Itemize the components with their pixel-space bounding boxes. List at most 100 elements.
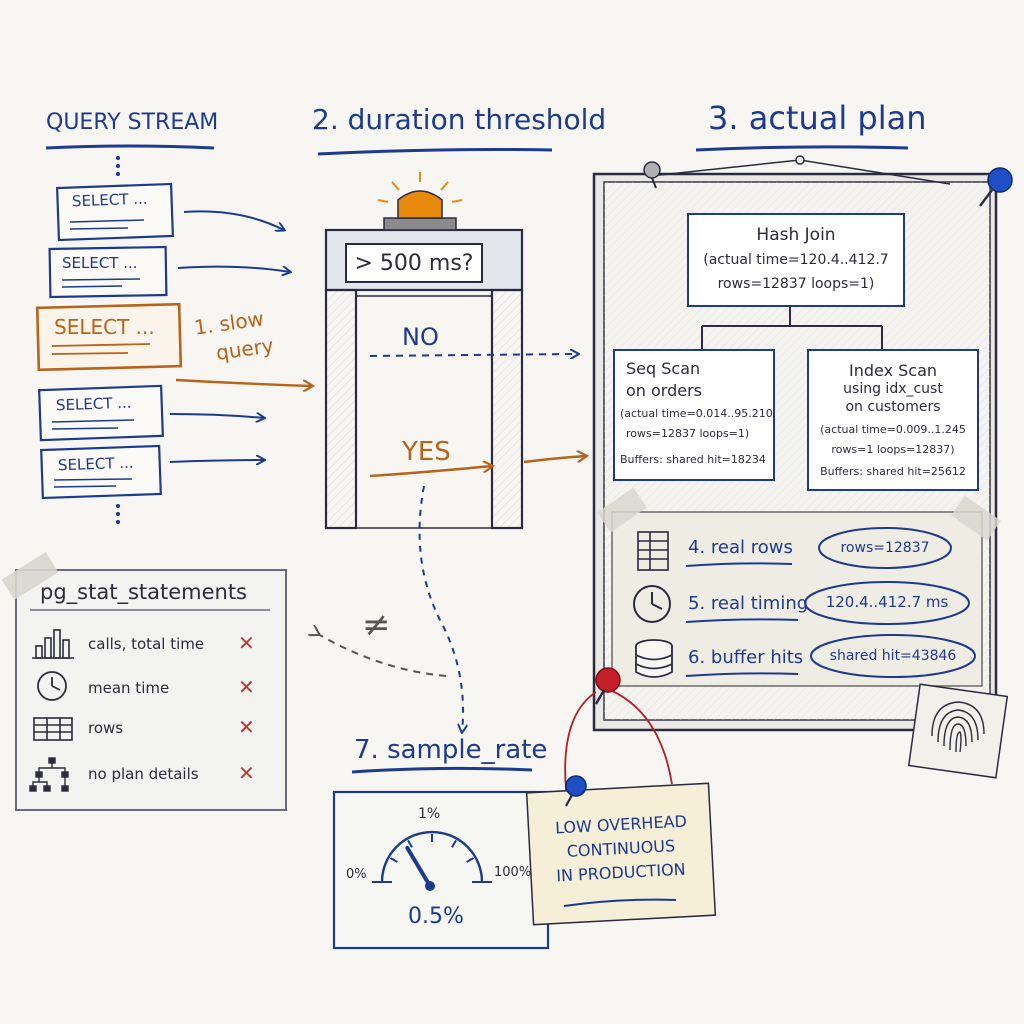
query-card-4 — [40, 444, 162, 500]
overhead-note — [525, 782, 717, 926]
metric-buffer-value: shared hit=43846 — [829, 648, 957, 664]
stat-item-3-mark: ✕ — [238, 715, 255, 739]
no-label: NO — [402, 323, 439, 351]
plan-right-line6: Buffers: shared hit=25612 — [820, 465, 966, 478]
stat-statements-title: pg_stat_statements — [40, 580, 247, 604]
metric-rows-value: rows=12837 — [840, 540, 930, 556]
red-string-right — [609, 689, 673, 785]
plan-root-line2: (actual time=120.4..412.7 — [703, 252, 889, 268]
metric-timing-value: 120.4..412.7 ms — [825, 593, 949, 611]
metric-oval-3 — [810, 634, 976, 678]
threshold-title-underline — [317, 148, 553, 156]
metric-table-icon — [637, 531, 669, 571]
stream-arrow-2 — [177, 265, 290, 272]
stat-item-2-mark: ✕ — [238, 675, 255, 699]
stat-clock-icon — [37, 671, 67, 701]
stat-item-4-mark: ✕ — [238, 761, 255, 785]
metric-rows-label: 4. real rows — [688, 537, 793, 558]
red-string — [564, 691, 597, 791]
query-card-slow-label: SELECT ... — [54, 315, 155, 339]
not-equal-sign: ≠ — [362, 605, 391, 645]
query-card-slow — [35, 302, 183, 372]
threshold-title: 2. duration threshold — [312, 103, 607, 136]
stat-statements-panel — [1, 552, 287, 811]
fingerprint-icon — [931, 701, 985, 753]
pin-red-icon — [594, 667, 621, 705]
stat-table-icon — [33, 717, 73, 741]
metric-clock-icon — [633, 585, 671, 623]
query-card-1 — [55, 182, 175, 242]
stat-item-1-label: calls, total time — [88, 635, 205, 653]
metric-underline-1 — [685, 562, 793, 567]
gauge-min-label: 0% — [346, 867, 367, 882]
sample-panel — [332, 790, 550, 950]
query-card-1-label: SELECT ... — [71, 189, 148, 211]
stat-item-3-label: rows — [88, 719, 124, 737]
alarm-light-icon — [377, 172, 463, 231]
stat-item-2-label: mean time — [88, 679, 170, 697]
metric-underline-2 — [685, 618, 799, 623]
stat-item-4-label: no plan details — [88, 765, 199, 783]
stream-title-underline — [45, 144, 215, 150]
yes-path-arrow-inner — [369, 466, 492, 478]
no-path-arrow — [369, 354, 578, 356]
query-card-2 — [48, 245, 168, 299]
yes-path-arrow-outer — [523, 456, 586, 464]
stat-tree-icon — [29, 757, 69, 792]
plan-left-line1: Seq Scan — [626, 359, 701, 378]
plan-title: 3. actual plan — [708, 99, 927, 137]
slow-query-arrow — [175, 378, 312, 386]
stream-arrow-4 — [169, 460, 264, 462]
plan-right-line1: Index Scan — [848, 361, 938, 380]
gauge-max-label: 100% — [494, 865, 532, 880]
query-card-3 — [38, 384, 164, 442]
plan-right-line5: rows=1 loops=12837) — [831, 443, 955, 456]
plan-root-node — [687, 213, 905, 307]
metric-database-icon — [635, 639, 673, 678]
plan-left-line4: rows=12837 loops=1) — [626, 427, 750, 440]
plan-right-node — [807, 349, 979, 491]
gauge-top-label: 1% — [418, 806, 441, 822]
stat-item-1-mark: ✕ — [238, 631, 255, 655]
sample-dashed-arrow — [418, 485, 464, 732]
plan-left-line5: Buffers: shared hit=18234 — [620, 453, 766, 466]
stream-dots-top — [116, 156, 120, 176]
plan-root-line1: Hash Join — [756, 225, 836, 245]
threshold-condition: > 500 ms? — [354, 251, 474, 276]
plan-left-node — [613, 349, 775, 481]
pin-blue-icon — [979, 167, 1013, 207]
metric-oval-1 — [818, 527, 952, 569]
gauge-tick — [466, 857, 475, 863]
plan-left-line3: (actual time=0.014..95.210 — [620, 407, 773, 420]
plan-left-line2: on orders — [626, 381, 703, 400]
gauge-tick — [451, 839, 457, 848]
fingerprint-note — [907, 683, 1009, 779]
stream-dots-bottom — [116, 504, 120, 524]
stream-arrow-1 — [183, 210, 284, 230]
plan-right-line4: (actual time=0.009..1.245 — [820, 423, 966, 436]
gauge-value: 0.5% — [408, 904, 464, 929]
metrics-paper — [597, 487, 1001, 687]
metric-underline-3 — [685, 672, 799, 677]
plan-title-underline — [695, 145, 909, 152]
gauge-tick — [389, 857, 398, 863]
pin-gray-icon — [643, 161, 661, 189]
metric-timing-label: 5. real timing — [688, 593, 809, 614]
query-card-3-label: SELECT ... — [55, 393, 132, 415]
stream-arrow-3 — [169, 414, 264, 418]
pin-blue-note-icon — [565, 775, 587, 807]
metric-buffer-label: 6. buffer hits — [688, 647, 804, 668]
yes-label: YES — [402, 437, 451, 467]
sample-title-underline — [351, 766, 533, 774]
gauge-icon — [372, 830, 492, 891]
stat-bar-chart-icon — [32, 629, 74, 659]
plan-root-line3: rows=12837 loops=1) — [717, 276, 875, 292]
plan-right-line2: using idx_cust — [843, 381, 943, 397]
query-card-2-label: SELECT ... — [62, 254, 138, 272]
metric-oval-2 — [804, 581, 970, 625]
gauge-tick — [407, 839, 413, 848]
not-equal-arrow — [318, 634, 447, 677]
query-card-4-label: SELECT ... — [57, 453, 134, 475]
